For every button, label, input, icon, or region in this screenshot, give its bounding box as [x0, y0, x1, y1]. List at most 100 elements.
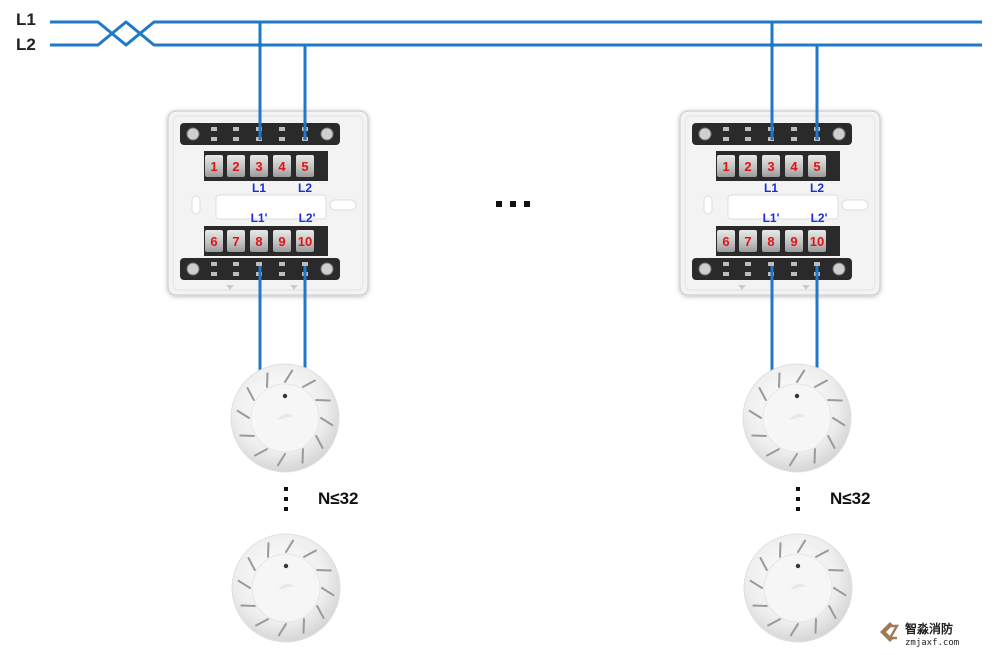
rail-contact: [723, 127, 729, 131]
terminal-screw: [205, 230, 223, 252]
terminal-10[interactable]: 10: [296, 230, 314, 252]
terminal-number: 6: [722, 234, 729, 249]
smoke-detector-last[interactable]: [743, 533, 853, 643]
terminal-3[interactable]: 3: [250, 155, 268, 177]
watermark-logo: 智淼消防 zmjaxf.com: [880, 621, 959, 648]
rail-contact: [745, 137, 751, 141]
detector-vent: [748, 409, 762, 419]
rail-contact: [279, 137, 285, 141]
detector-vent: [236, 409, 250, 419]
terminal-number: 8: [255, 234, 262, 249]
box-clip: [226, 285, 234, 290]
terminal-6[interactable]: 6: [205, 230, 223, 252]
detector-logo-icon: [790, 583, 806, 590]
terminal-screw: [717, 155, 735, 177]
mounting-screw: [832, 127, 846, 141]
terminal-5[interactable]: 5: [808, 155, 826, 177]
wire-label-l1: L1: [252, 181, 266, 195]
detector-vent: [302, 379, 316, 388]
smoke-detector-last[interactable]: [231, 533, 341, 643]
drop-wires: [770, 22, 819, 372]
mounting-screw: [320, 127, 334, 141]
bus-lines: [50, 20, 982, 47]
rail-contact: [233, 272, 239, 276]
terminal-screw: [296, 230, 314, 252]
detector-vent: [815, 549, 829, 558]
between-modules-ellipsis: [496, 201, 530, 207]
rail-contact: [814, 262, 820, 266]
terminal-number: 10: [298, 234, 312, 249]
smoke-detector-first[interactable]: [742, 363, 852, 473]
terminal-number: 10: [810, 234, 824, 249]
mounting-screw: [698, 127, 712, 141]
terminal-2[interactable]: 2: [739, 155, 757, 177]
terminal-1[interactable]: 1: [205, 155, 223, 177]
rail-contact: [233, 127, 239, 131]
detector-vent: [828, 605, 837, 619]
terminal-number: 6: [210, 234, 217, 249]
detector-vent: [797, 539, 807, 553]
rail-contact: [791, 262, 797, 266]
detector-vent: [814, 379, 828, 388]
wire-label-l1-prime: L1': [251, 211, 268, 225]
terminal-2[interactable]: 2: [227, 155, 245, 177]
rail-contact: [723, 262, 729, 266]
terminal-screw: [296, 155, 314, 177]
terminal-7[interactable]: 7: [227, 230, 245, 252]
terminal-screw: [250, 230, 268, 252]
rail-contact: [791, 127, 797, 131]
terminal-number: 4: [278, 159, 286, 174]
detector-vent: [321, 587, 335, 597]
terminal-6[interactable]: 6: [717, 230, 735, 252]
detector-vent: [789, 623, 799, 637]
terminal-number: 4: [790, 159, 798, 174]
detector-led: [795, 563, 801, 569]
terminal-screw: [227, 155, 245, 177]
rail-contact: [211, 137, 217, 141]
terminal-7[interactable]: 7: [739, 230, 757, 252]
center-recess: [727, 194, 839, 220]
terminal-screw: [250, 155, 268, 177]
detector-vent: [832, 417, 846, 427]
rail-contact: [745, 127, 751, 131]
rail-contact: [791, 272, 797, 276]
rail-contact: [279, 272, 285, 276]
detector-vent: [254, 448, 268, 457]
mount-slot: [329, 199, 357, 211]
terminal-1[interactable]: 1: [717, 155, 735, 177]
detector-vent: [827, 435, 836, 449]
junction-dot: [769, 42, 775, 48]
terminal-screw: [762, 230, 780, 252]
terminal-10[interactable]: 10: [808, 230, 826, 252]
mounting-screw: [186, 127, 200, 141]
rail-contact: [279, 262, 285, 266]
rail-contact: [745, 272, 751, 276]
detector-led: [283, 563, 289, 569]
terminal-8[interactable]: 8: [762, 230, 780, 252]
terminal-screw: [785, 230, 803, 252]
terminal-8[interactable]: 8: [250, 230, 268, 252]
terminal-screw: [273, 155, 291, 177]
detector-led: [282, 393, 288, 399]
terminal-number: 7: [232, 234, 239, 249]
smoke-detector-first[interactable]: [230, 363, 340, 473]
watermark-brand: 智淼消防: [904, 621, 953, 636]
terminal-4[interactable]: 4: [785, 155, 803, 177]
terminal-9[interactable]: 9: [273, 230, 291, 252]
detector-ellipsis: [796, 487, 800, 511]
rail-contact: [279, 127, 285, 131]
mounting-screw: [186, 262, 200, 276]
terminal-3[interactable]: 3: [762, 155, 780, 177]
terminal-screw: [273, 230, 291, 252]
detector-ellipsis: [284, 487, 288, 511]
terminal-4[interactable]: 4: [273, 155, 291, 177]
detector-vent: [303, 549, 317, 558]
terminal-9[interactable]: 9: [785, 230, 803, 252]
junction-box-inner-rim: [684, 115, 876, 291]
rail-contact: [723, 272, 729, 276]
max-detector-count: N≤32: [830, 489, 871, 508]
detector-vent: [796, 369, 806, 383]
mount-slot: [841, 199, 869, 211]
terminal-5[interactable]: 5: [296, 155, 314, 177]
